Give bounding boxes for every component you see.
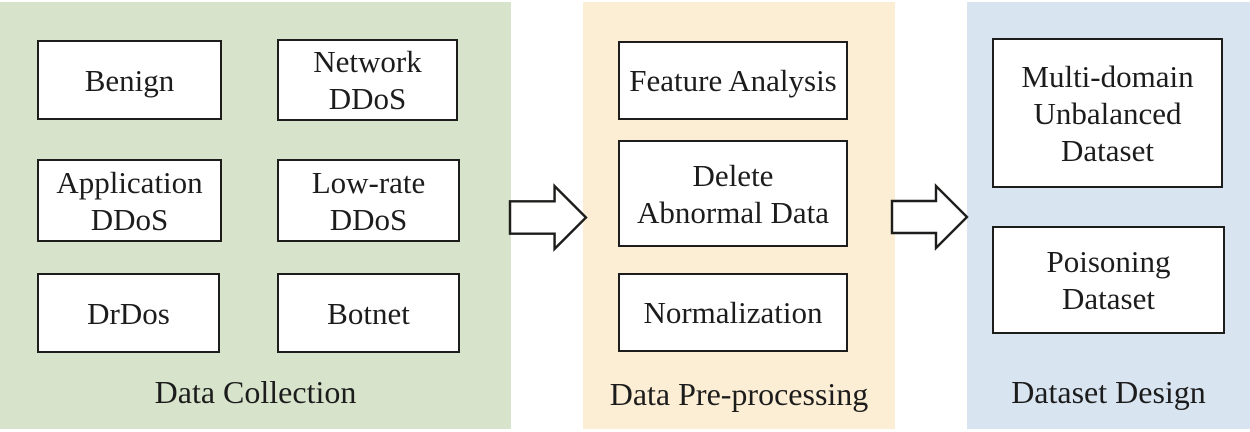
arrow-collection-to-preprocessing-icon: [508, 183, 588, 252]
node-normalization: Normalization: [618, 273, 848, 352]
node-label: Botnet: [327, 295, 410, 331]
node-label-line: DDoS: [90, 201, 169, 237]
node-label-line: DDoS: [329, 201, 408, 237]
node-label-line: Dataset: [1061, 132, 1154, 168]
node-network-ddos: Network DDoS: [277, 39, 458, 121]
node-label-line: Dataset: [1062, 281, 1155, 316]
node-multi-domain-unbalanced-dataset: Multi-domain Unbalanced Dataset: [992, 38, 1223, 188]
stage-label-data-collection: Data Collection: [154, 374, 357, 410]
node-label-line: Low-rate: [311, 164, 426, 200]
node-application-ddos: Application DDoS: [37, 159, 222, 242]
stage-label-dataset-design: Dataset Design: [1011, 374, 1206, 410]
node-label-line: Network: [313, 44, 422, 79]
node-low-rate-ddos: Low-rate DDoS: [277, 159, 460, 242]
node-label-line: Unbalanced: [1033, 95, 1182, 131]
node-benign: Benign: [37, 40, 222, 120]
arrow-preprocessing-to-design-icon: [890, 183, 969, 251]
node-label-line: DDoS: [328, 81, 407, 116]
node-drdos: DrDos: [37, 273, 220, 353]
node-feature-analysis: Feature Analysis: [618, 41, 848, 120]
node-botnet: Botnet: [277, 273, 460, 353]
node-label-line: Abnormal Data: [637, 194, 829, 230]
node-label: Feature Analysis: [629, 63, 837, 98]
node-poisoning-dataset: Poisoning Dataset: [992, 226, 1225, 334]
node-label-line: Delete: [692, 157, 774, 193]
node-label-line: Poisoning: [1046, 244, 1171, 279]
node-label-line: Multi-domain: [1021, 58, 1194, 94]
node-label: DrDos: [87, 295, 170, 331]
node-label-line: Application: [56, 164, 203, 200]
stage-label-data-pre-processing: Data Pre-processing: [609, 376, 869, 412]
node-label: Benign: [84, 62, 175, 98]
node-label: Normalization: [643, 295, 823, 330]
node-delete-abnormal-data: Delete Abnormal Data: [618, 140, 848, 247]
